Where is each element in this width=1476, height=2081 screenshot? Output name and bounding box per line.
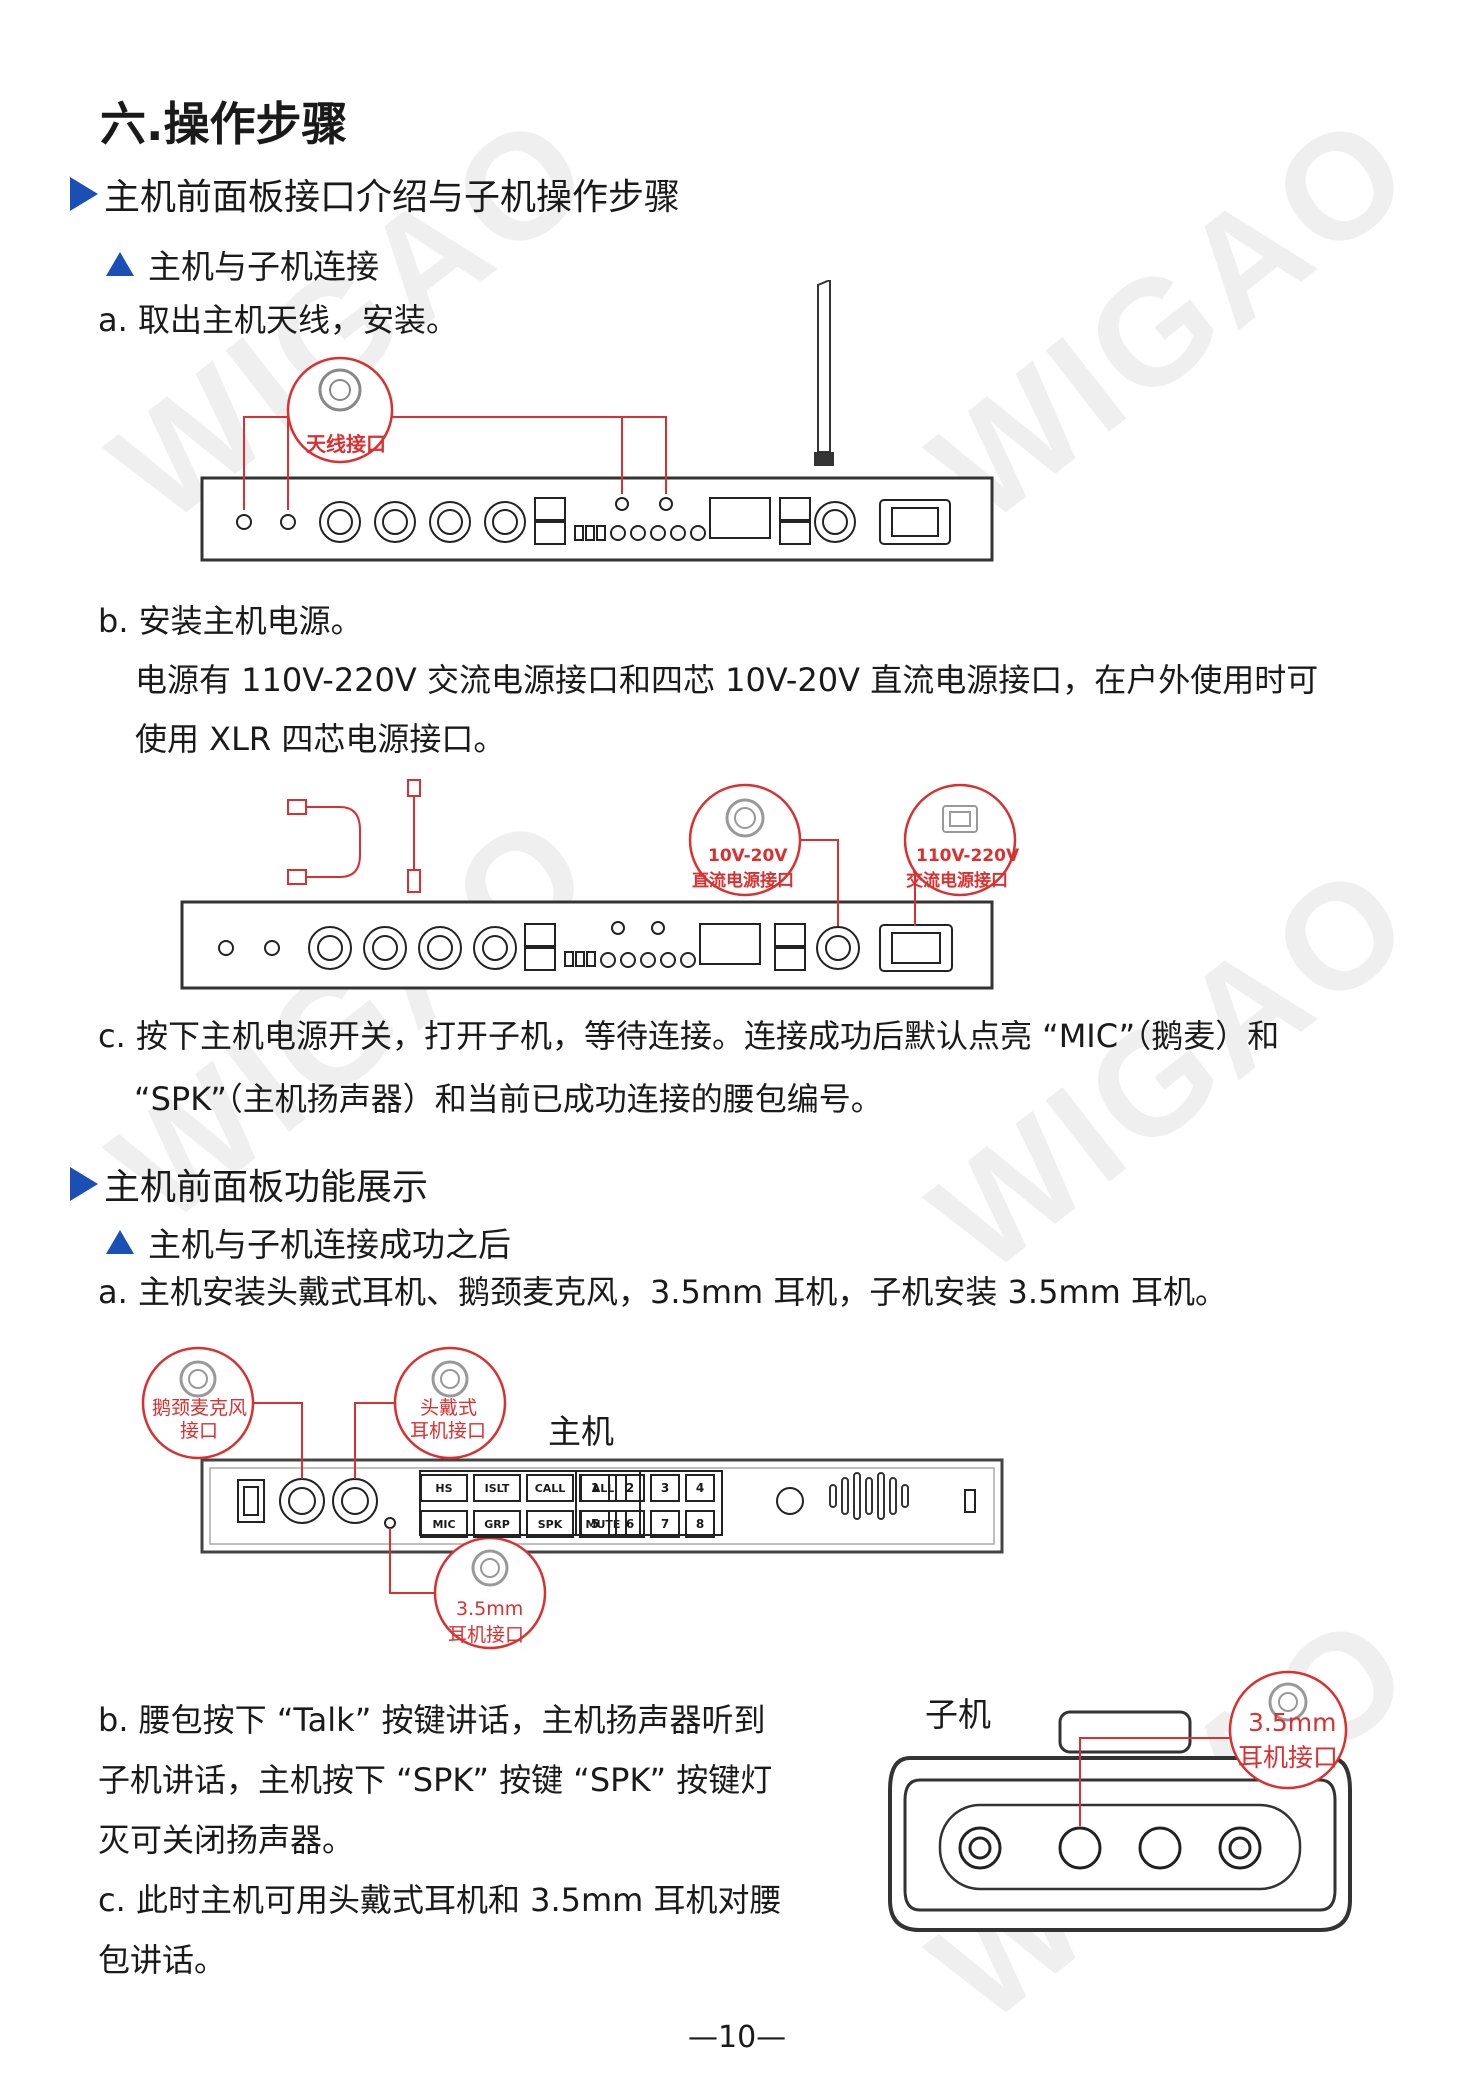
antenna-label: 天线接口 [306,432,386,456]
part1-step-c1: c. 按下主机电源开关，打开子机，等待连接。连接成功后默认点亮 “MIC”（鹅麦… [98,1017,1280,1055]
power-cable-icon [287,779,421,893]
part2-step-c2: 包讲话。 [98,1941,227,1979]
hs-button[interactable]: HS [420,1474,468,1502]
antenna-diagram [200,280,994,562]
part1-heading-text: 主机前面板接口介绍与子机操作步骤 [104,177,681,218]
triangle-right-icon [70,177,98,211]
jack-label-1: 3.5mm [456,1598,524,1620]
channel-button-2[interactable]: 2 [615,1474,645,1502]
gooseneck-label-2: 接口 [180,1420,219,1442]
antenna-icon [814,452,834,466]
part1-subheading: 主机与子机连接 [106,240,379,288]
part1-step-b: b. 安装主机电源。 [98,602,363,640]
power-diagram [180,779,1017,990]
page-number: —10— [688,2020,787,2055]
ac-label-2: 交流电源接口 [906,871,1008,891]
part1-heading: 主机前面板接口介绍与子机操作步骤 [70,168,680,220]
headset-label-2: 耳机接口 [410,1420,487,1442]
dc-label-2: 直流电源接口 [692,871,794,891]
sub-jack-label-2: 耳机接口 [1238,1743,1339,1772]
channel-button-5[interactable]: 5 [580,1510,610,1538]
part2-subheading: 主机与子机连接成功之后 [106,1218,511,1266]
part2-subheading-text: 主机与子机连接成功之后 [148,1225,511,1264]
part1-step-a: a. 取出主机天线，安装。 [98,301,458,339]
channel-button-4[interactable]: 4 [685,1474,715,1502]
triangle-right-icon [70,1167,98,1201]
mic-button[interactable]: MIC [420,1510,468,1538]
channel-button-1[interactable]: 1 [580,1474,610,1502]
sub-jack-label-1: 3.5mm [1248,1708,1337,1737]
channel-button-7[interactable]: 7 [650,1510,680,1538]
part2-step-a: a. 主机安装头戴式耳机、鹅颈麦克风，3.5mm 耳机，子机安装 3.5mm 耳… [98,1273,1227,1311]
channel-button-8[interactable]: 8 [685,1510,715,1538]
part2-step-b1: b. 腰包按下 “Talk” 按键讲话，主机扬声器听到 [98,1701,766,1739]
part1-step-b-desc1: 电源有 110V-220V 交流电源接口和四芯 10V-20V 直流电源接口，在… [135,661,1319,699]
host-label: 主机 [548,1412,614,1451]
section-title: 六.操作步骤 [100,97,348,151]
part2-heading: 主机前面板功能展示 [70,1158,428,1210]
speaker-grille-icon [829,1472,909,1520]
part2-step-b2: 子机讲话，主机按下 “SPK” 按键 “SPK” 按键灯 [98,1761,773,1799]
part2-heading-text: 主机前面板功能展示 [104,1167,429,1208]
part1-subheading-text: 主机与子机连接 [148,247,379,286]
part2-step-c1: c. 此时主机可用头戴式耳机和 3.5mm 耳机对腰 [98,1881,782,1919]
call-button[interactable]: CALL [526,1474,574,1502]
jack-label-2: 耳机接口 [448,1624,525,1646]
islt-button[interactable]: ISLT [473,1474,521,1502]
channel-button-3[interactable]: 3 [650,1474,680,1502]
sub-unit-label: 子机 [925,1695,991,1734]
grp-button[interactable]: GRP [473,1510,521,1538]
part1-step-c2: “SPK”（主机扬声器）和当前已成功连接的腰包编号。 [134,1080,883,1118]
part2-step-b3: 灭可关闭扬声器。 [98,1821,355,1859]
headset-label-1: 头戴式 [420,1397,478,1419]
host-number-buttons: 1 2 3 4 5 6 7 8 [580,1474,722,1538]
dc-label-1: 10V-20V [708,846,788,866]
ac-label-1: 110V-220V [916,846,1020,866]
gooseneck-label-1: 鹅颈麦克风 [152,1397,248,1419]
triangle-up-icon [106,1230,134,1254]
sub-unit-diagram [888,1670,1352,1932]
triangle-up-icon [106,252,134,276]
spk-button[interactable]: SPK [526,1510,574,1538]
channel-button-6[interactable]: 6 [615,1510,645,1538]
part1-step-b-desc2: 使用 XLR 四芯电源接口。 [135,720,506,758]
